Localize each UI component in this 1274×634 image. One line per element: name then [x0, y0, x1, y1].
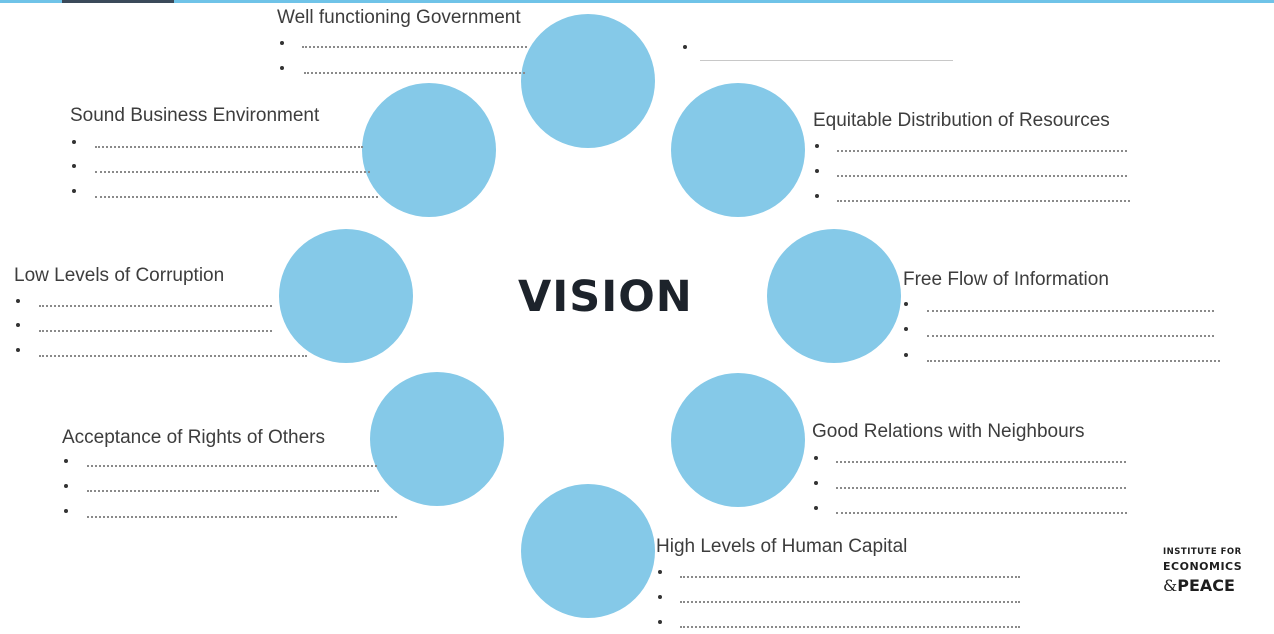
pillar-label-business: Sound Business Environment [70, 105, 320, 126]
blank-line [95, 171, 370, 173]
pillar-label-information: Free Flow of Information [903, 269, 1109, 290]
top-dark-bar [62, 0, 174, 3]
logo-peace-word: PEACE [1177, 576, 1235, 595]
logo-line-economics: ECONOMICS [1163, 560, 1243, 573]
circle-neighbours [671, 373, 805, 507]
iep-logo: INSTITUTE FOR ECONOMICS &PEACE [1163, 546, 1259, 596]
pillar-label-government: Well functioning Government [277, 7, 521, 28]
bullet [815, 144, 819, 148]
blank-line [680, 601, 1020, 603]
bullet [658, 620, 662, 624]
bullet [64, 484, 68, 488]
pillar-label-rights: Acceptance of Rights of Others [62, 427, 325, 448]
bullet [683, 45, 687, 49]
blank-line [39, 305, 272, 307]
blank-line [680, 626, 1020, 628]
blank-line [927, 310, 1214, 312]
logo-line-institute: INSTITUTE FOR [1163, 547, 1242, 557]
blank-line [837, 200, 1130, 202]
vision-title: VISION [518, 272, 693, 322]
blank-line [95, 196, 378, 198]
bullet [814, 481, 818, 485]
blank-line [95, 146, 363, 148]
blank-line [304, 72, 525, 74]
blank-line [39, 330, 272, 332]
bullet [16, 323, 20, 327]
pillar-label-human-capital: High Levels of Human Capital [656, 536, 908, 557]
bullet [16, 348, 20, 352]
bullet [280, 66, 284, 70]
blank-line [87, 490, 379, 492]
bullet [72, 189, 76, 193]
blank-line [87, 465, 377, 467]
bullet [72, 164, 76, 168]
blank-line [927, 335, 1214, 337]
circle-business [362, 83, 496, 217]
pillar-label-neighbours: Good Relations with Neighbours [812, 421, 1085, 442]
blank-line [837, 150, 1127, 152]
bullet [64, 509, 68, 513]
bullet [658, 570, 662, 574]
circle-information [767, 229, 901, 363]
circle-corruption [279, 229, 413, 363]
bullet [814, 456, 818, 460]
bullet [815, 169, 819, 173]
bullet [815, 194, 819, 198]
top-accent-rule [0, 0, 1274, 3]
blank-line [836, 512, 1127, 514]
blank-line [87, 516, 397, 518]
pillar-label-resources: Equitable Distribution of Resources [813, 110, 1110, 131]
bullet [64, 459, 68, 463]
bullet [904, 353, 908, 357]
circle-resources [671, 83, 805, 217]
blank-line [700, 60, 953, 61]
blank-line [836, 461, 1126, 463]
circle-rights [370, 372, 504, 506]
bullet [658, 595, 662, 599]
bullet [904, 327, 908, 331]
bullet [280, 41, 284, 45]
bullet [72, 140, 76, 144]
bullet [904, 302, 908, 306]
logo-ampersand: & [1163, 576, 1178, 595]
blank-line [927, 360, 1220, 362]
blank-line [302, 46, 527, 48]
circle-human-capital [521, 484, 655, 618]
blank-line [680, 576, 1020, 578]
circle-government [521, 14, 655, 148]
bullet [814, 506, 818, 510]
bullet [16, 299, 20, 303]
pillar-label-corruption: Low Levels of Corruption [14, 265, 225, 286]
blank-line [836, 487, 1126, 489]
blank-line [837, 175, 1127, 177]
blank-line [39, 355, 307, 357]
logo-line-peace: &PEACE [1163, 576, 1259, 596]
